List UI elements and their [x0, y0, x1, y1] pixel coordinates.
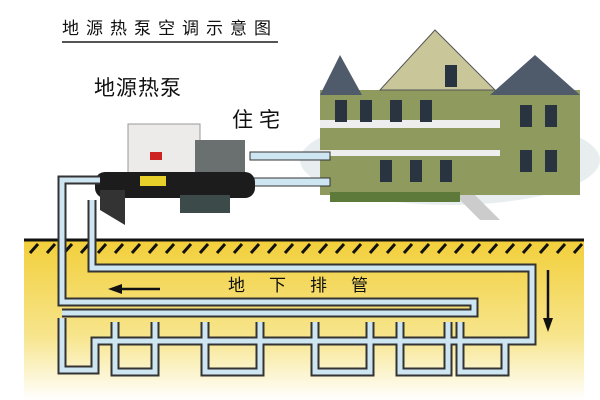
heat-pump-unit — [95, 123, 255, 225]
heat-pump-label: 地源热泵 — [94, 76, 182, 100]
flow-arrow-down — [543, 270, 553, 332]
ground-loop-pipes — [57, 175, 537, 377]
underground-pipes-label: 地下排管 — [228, 276, 392, 296]
house — [300, 29, 600, 220]
pipe-segment — [59, 177, 477, 316]
flow-arrow-left — [108, 284, 160, 294]
pipe-segment — [312, 322, 373, 375]
diagram-title: 地源热泵空调示意图 — [62, 14, 278, 43]
pipe-segment — [202, 322, 263, 375]
pipe-segment — [112, 322, 158, 375]
pipe-segment — [457, 322, 508, 375]
ground-hatch — [28, 243, 584, 254]
pipe-segment — [397, 322, 451, 375]
house-label: 住宅 — [232, 108, 286, 132]
